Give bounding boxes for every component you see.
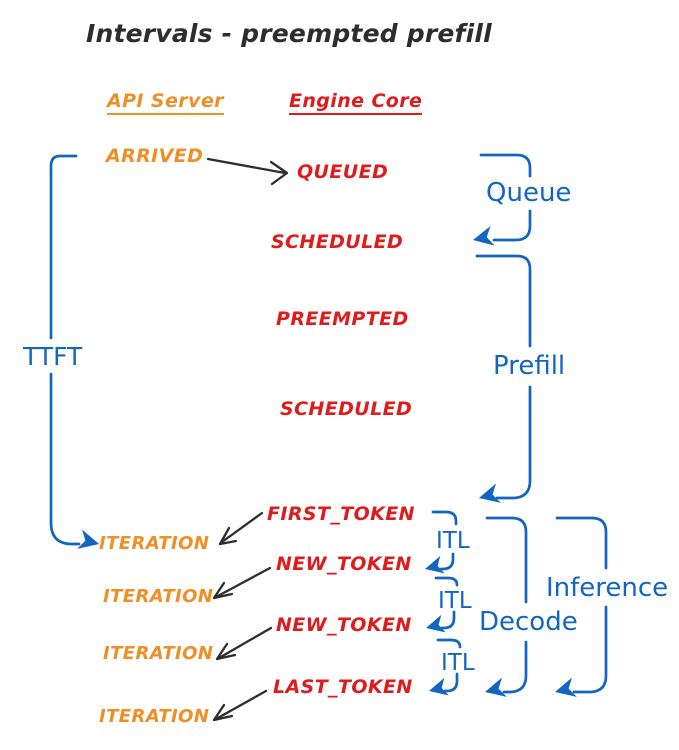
arrow-first-token-to-iteration-1 — [218, 511, 264, 546]
itl-arrow-icon-3 — [429, 677, 449, 696]
event-iteration-1: ITERATION — [99, 533, 210, 554]
itl-arrow-icon-1 — [425, 555, 445, 574]
interval-label-itl-2: ITL — [438, 588, 472, 614]
inference-bracket — [555, 516, 608, 697]
interval-label-prefill: Prefill — [493, 351, 566, 381]
event-first-token: FIRST_TOKEN — [267, 503, 415, 525]
page-title: Intervals - preempted prefill — [86, 19, 492, 48]
event-iteration-4: ITERATION — [99, 706, 210, 727]
interval-label-itl-1: ITL — [436, 528, 470, 554]
decode-arrow-icon — [485, 677, 507, 697]
ttft-arrow-icon — [77, 529, 99, 549]
arrow-new-token-2-to-iteration-3 — [215, 626, 273, 661]
event-preempted: PREEMPTED — [276, 308, 409, 330]
event-iteration-2: ITERATION — [103, 586, 214, 607]
event-last-token: LAST_TOKEN — [273, 676, 413, 698]
interval-label-ttft: TTFT — [23, 342, 83, 371]
column-header-engine-core: Engine Core — [289, 92, 423, 115]
ttft-bracket — [49, 154, 99, 549]
interval-label-itl-3: ITL — [441, 650, 475, 676]
queue-bracket — [473, 153, 532, 246]
event-scheduled-1: SCHEDULED — [271, 231, 404, 253]
itl-bracket-3 — [429, 638, 462, 696]
queue-arrow-icon — [473, 226, 495, 246]
inference-arrow-icon — [555, 677, 577, 697]
prefill-bracket — [475, 254, 532, 503]
arrow-arrived-to-queued — [206, 157, 289, 186]
interval-label-decode: Decode — [479, 607, 578, 637]
prefill-arrow-icon — [479, 483, 501, 503]
event-arrived: ARRIVED — [106, 145, 204, 167]
event-queued: QUEUED — [297, 161, 389, 183]
itl-bracket-1 — [425, 510, 458, 574]
itl-bracket-2 — [426, 576, 459, 633]
event-new-token-2: NEW_TOKEN — [276, 614, 412, 636]
column-header-api-server: API Server — [107, 92, 224, 115]
event-new-token-1: NEW_TOKEN — [276, 553, 412, 575]
arrow-new-token-1-to-iteration-2 — [212, 566, 272, 600]
decode-bracket — [485, 516, 528, 697]
arrow-last-token-to-iteration-4 — [212, 689, 268, 722]
itl-arrow-icon-2 — [426, 614, 446, 633]
interval-label-inference: Inference — [546, 573, 669, 603]
event-iteration-3: ITERATION — [103, 643, 214, 664]
interval-label-queue: Queue — [486, 178, 572, 208]
event-scheduled-2: SCHEDULED — [280, 398, 413, 420]
